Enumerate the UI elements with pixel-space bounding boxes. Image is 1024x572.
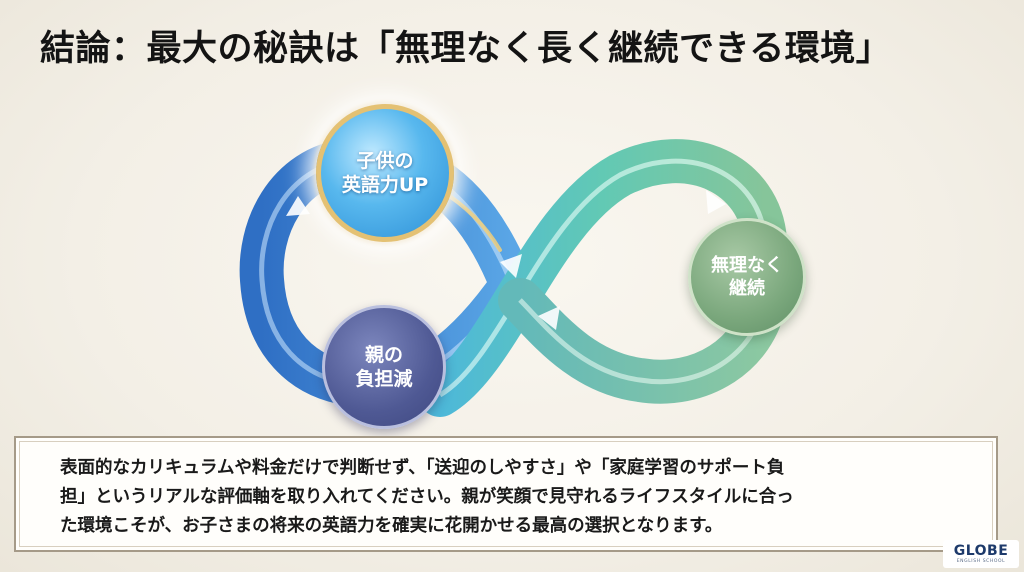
arrow-up-left-icon [286, 196, 310, 216]
logo-subtitle: ENGLISH SCHOOL [956, 558, 1006, 564]
arrow-up-right-icon [500, 254, 522, 278]
message-line-2: 担」というリアルな評価軸を取り入れてください。親が笑顔で見守れるライフスタイルに… [60, 487, 794, 507]
node-parent-burden-reduction: 親の 負担減 [322, 305, 446, 429]
loop-right-lower-highlight [518, 298, 768, 385]
globe-logo: GLOBE ENGLISH SCHOOL [943, 540, 1019, 568]
node-sustainable-continuation-label: 無理なく 継続 [711, 254, 783, 299]
arrow-left-icon [538, 306, 560, 330]
logo-wordmark: GLOBE [953, 542, 1009, 559]
node-child-english-up-label: 子供の 英語力UP [341, 149, 429, 196]
node-sustainable-continuation: 無理なく 継続 [688, 218, 806, 336]
message-line-3: た環境こそが、お子さまの将来の英語力を確実に花開かせる最高の選択となります。 [60, 516, 723, 536]
loop-right-upper-highlight [438, 158, 768, 398]
node-parent-burden-reduction-label: 親の 負担減 [355, 343, 413, 390]
arrow-right-icon [706, 190, 726, 214]
message-box: 表面的なカリキュラムや料金だけで判断せず、「送迎のしやすさ」や「家庭学習のサポー… [14, 436, 998, 552]
page-title: 結論：最大の秘訣は「無理なく長く継続できる環境」 [40, 29, 892, 69]
node-child-english-up: 子供の 英語力UP [316, 104, 454, 242]
message-line-1: 表面的なカリキュラムや料金だけで判断せず、「送迎のしやすさ」や「家庭学習のサポー… [60, 458, 785, 478]
